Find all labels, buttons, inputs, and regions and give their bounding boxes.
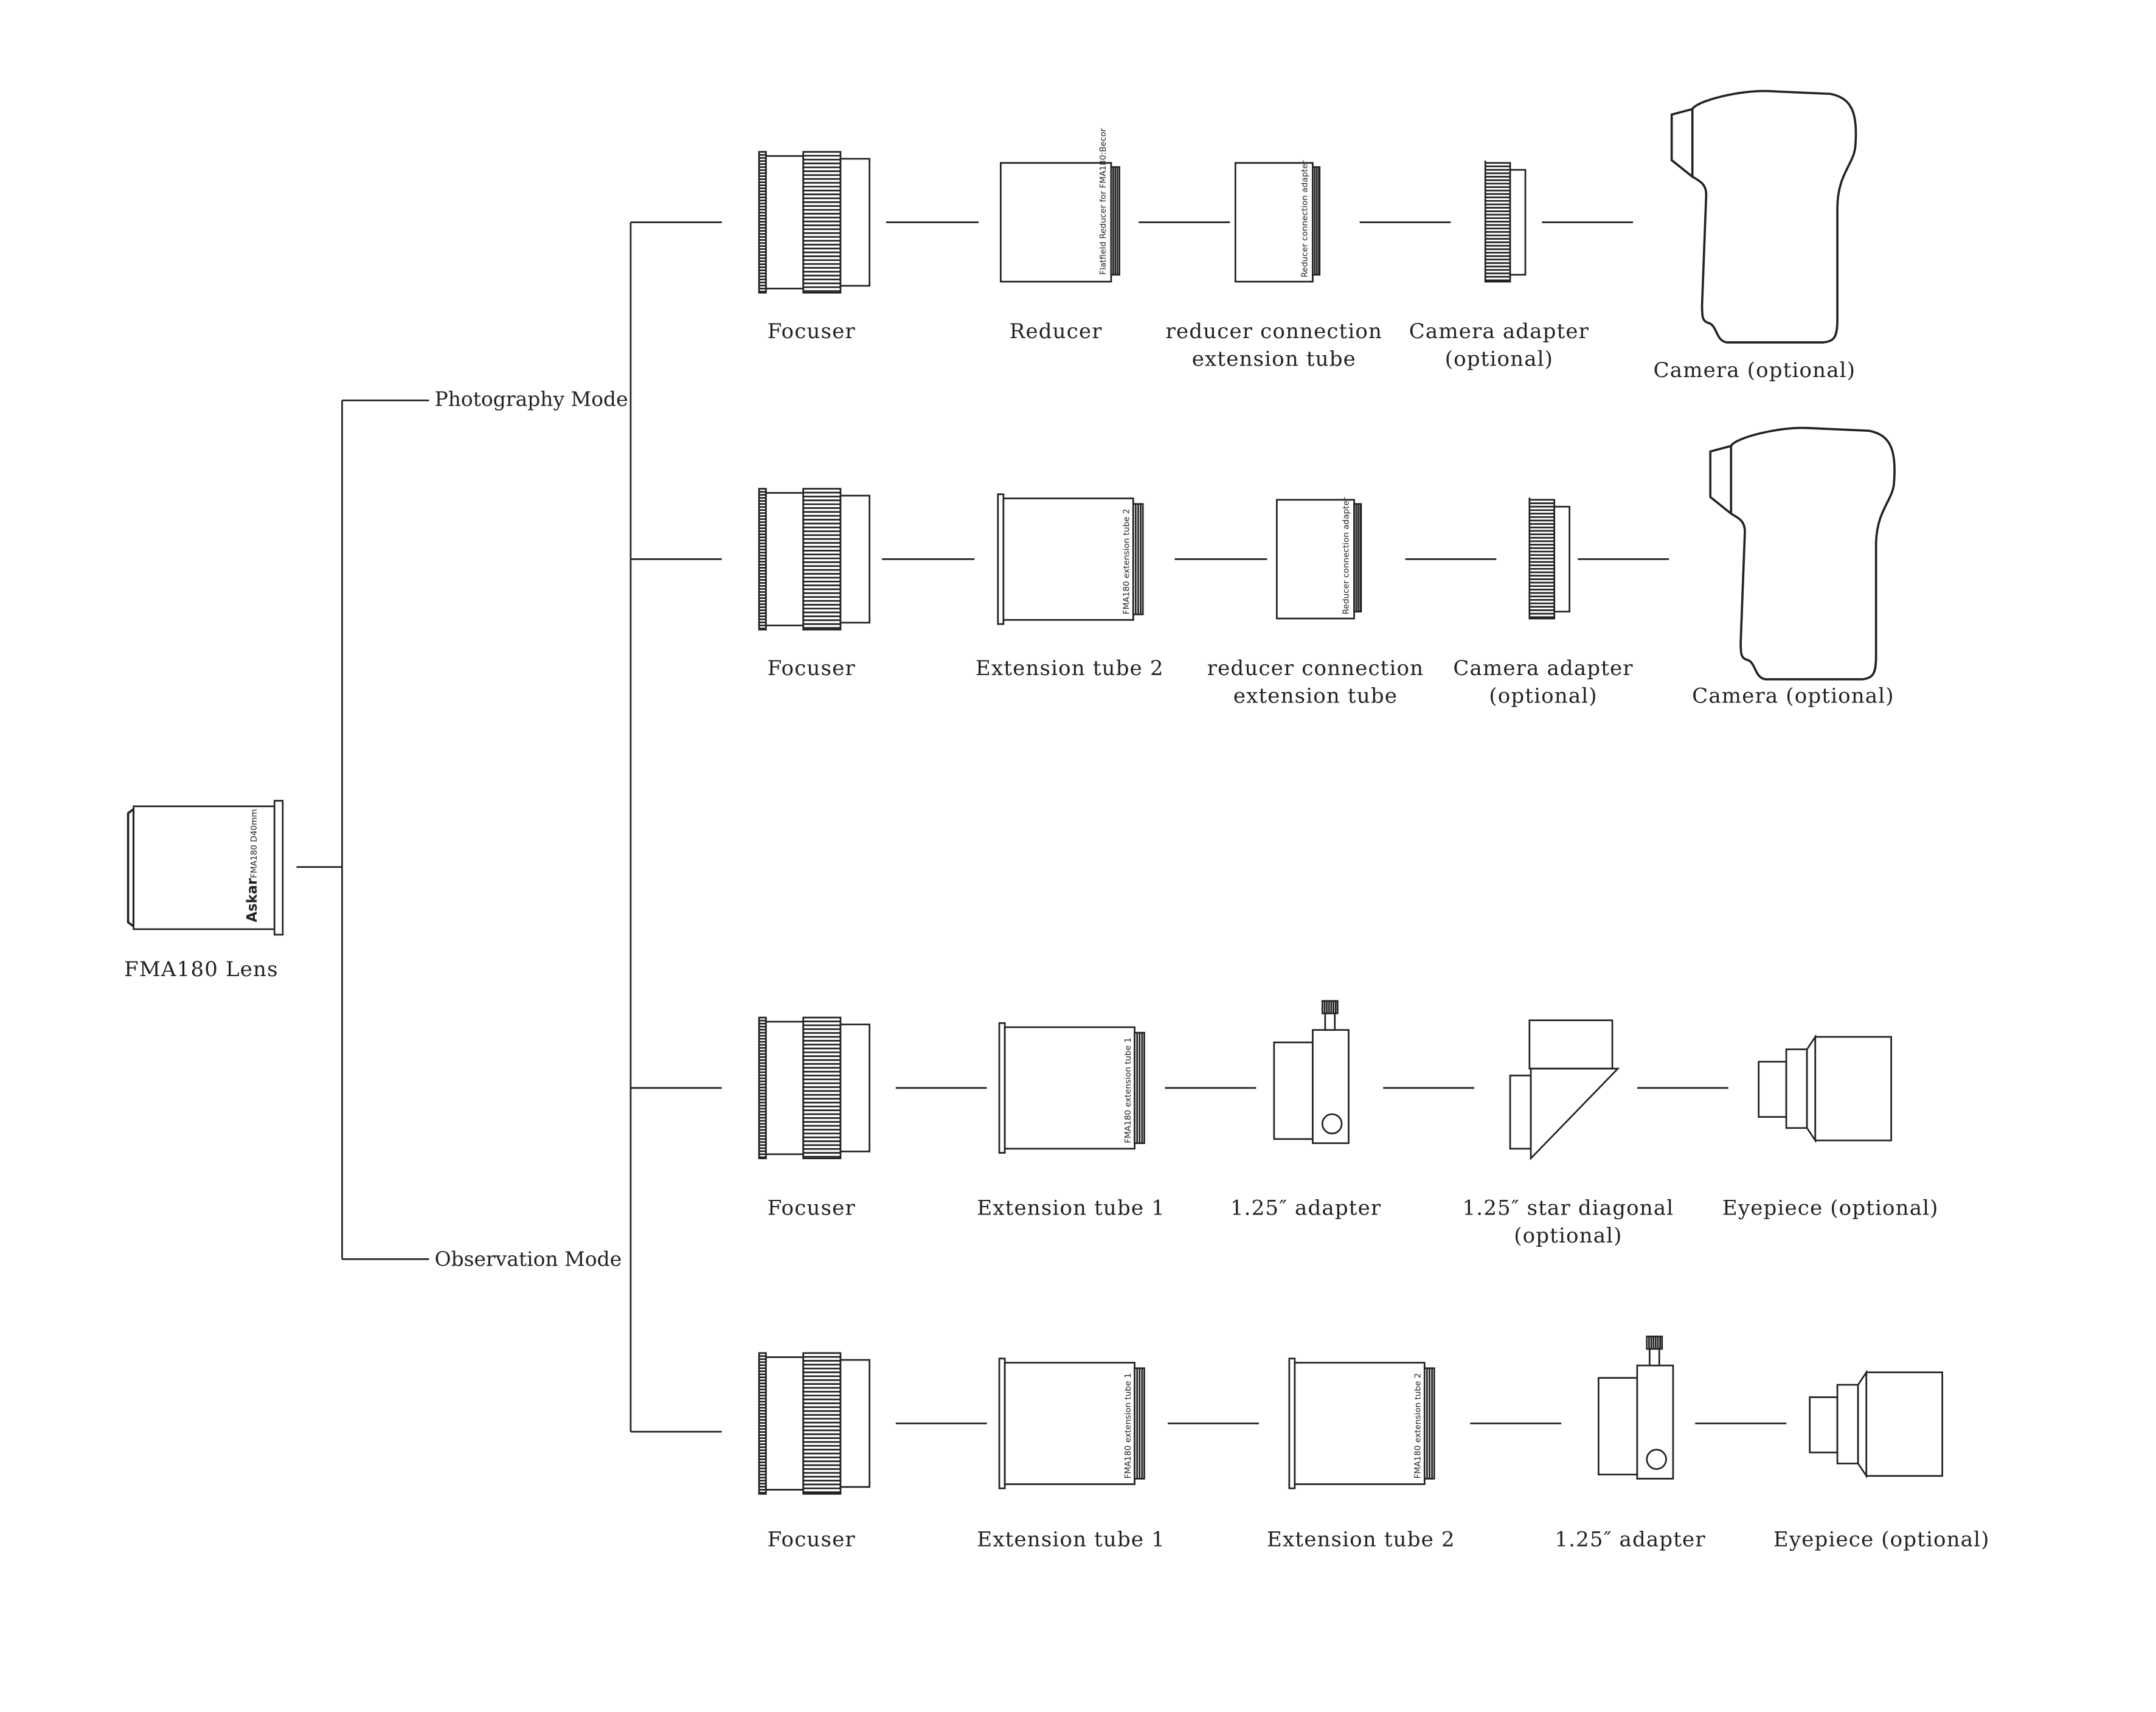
lens-label: FMA180 Lens bbox=[124, 957, 279, 982]
thumbscrew bbox=[1321, 1113, 1343, 1135]
etched-text: FMA180 extension tube 1 bbox=[1123, 1038, 1133, 1143]
camera-body bbox=[1670, 89, 1857, 344]
lens-body bbox=[133, 805, 276, 931]
part-diagonal: 1.25″ star diagonal (optional) bbox=[1462, 1019, 1674, 1248]
part-adapter125: 1.25″ adapter bbox=[1555, 1336, 1705, 1552]
etched-text: Reducer connection adapter bbox=[1341, 497, 1351, 614]
part-label: Eyepiece (optional) bbox=[1722, 1196, 1939, 1221]
part-label: Camera (optional) bbox=[1654, 358, 1856, 383]
etched-text: FMA180 extension tube 2 bbox=[1413, 1373, 1423, 1479]
part-label: Extension tube 1 bbox=[977, 1196, 1165, 1221]
part-label: Eyepiece (optional) bbox=[1773, 1528, 1990, 1552]
part-label: 1.25″ star diagonal bbox=[1462, 1196, 1674, 1221]
part-rca: Reducer connection adapter reducer connec… bbox=[1166, 160, 1383, 372]
part-label: Extension tube 2 bbox=[976, 656, 1164, 681]
part-camadapter: Camera adapter (optional) bbox=[1409, 161, 1589, 372]
part-label: Reducer bbox=[1010, 319, 1103, 344]
part-label: reducer connection bbox=[1166, 319, 1383, 344]
part-label: Focuser bbox=[768, 319, 856, 344]
part-label: extension tube bbox=[1192, 347, 1356, 372]
part-ext: FMA180 extension tube 2 Extension tube 2 bbox=[1267, 1357, 1455, 1552]
part-adapter125: 1.25″ adapter bbox=[1230, 1000, 1381, 1221]
lens-brand-etch: Askar bbox=[244, 878, 260, 922]
tree-connectors bbox=[296, 221, 722, 1433]
etched-text: FMA180 extension tube 1 bbox=[1123, 1373, 1133, 1479]
part-camadapter: Camera adapter (optional) bbox=[1453, 497, 1633, 709]
part-label: (optional) bbox=[1445, 347, 1553, 372]
assembly-row-2: Focuser FMA180 extension tube 2 Extension … bbox=[758, 426, 1896, 709]
part-camera: Camera (optional) bbox=[1654, 89, 1857, 383]
fma180-lens: Askar FMA180 D40mm FMA180 Lens bbox=[124, 800, 284, 982]
part-label: Camera (optional) bbox=[1692, 684, 1894, 709]
part-ext: FMA180 extension tube 2 Extension tube 2 bbox=[976, 493, 1164, 681]
part-label: Camera adapter bbox=[1409, 319, 1589, 344]
part-rca: Reducer connection adapter reducer connec… bbox=[1207, 497, 1424, 709]
part-ext: FMA180 extension tube 1 Extension tube 1 bbox=[977, 1022, 1165, 1221]
part-label: (optional) bbox=[1489, 684, 1597, 709]
lens-flange bbox=[273, 800, 284, 936]
part-eyepiece: Eyepiece (optional) bbox=[1773, 1370, 1990, 1552]
lens-model-etch: FMA180 D40mm bbox=[249, 809, 259, 878]
diagonal-prism bbox=[1530, 1067, 1620, 1161]
part-label: Camera adapter bbox=[1453, 656, 1633, 681]
photography-mode-label: Photography Mode bbox=[435, 387, 628, 411]
part-camera: Camera (optional) bbox=[1692, 426, 1896, 709]
assembly-row-3: Focuser FMA180 extension tube 1 Extension … bbox=[758, 1000, 1939, 1248]
etched-text: FMA180 extension tube 2 bbox=[1121, 508, 1131, 614]
part-label: Extension tube 1 bbox=[977, 1528, 1165, 1552]
part-label: extension tube bbox=[1233, 684, 1398, 709]
assembly-row-1: Focuser Flatfield Reducer for FMA180:Beco… bbox=[758, 89, 1857, 383]
part-label: Focuser bbox=[768, 1196, 856, 1221]
part-focuser: Focuser bbox=[758, 1352, 871, 1552]
observation-mode-label: Observation Mode bbox=[435, 1247, 622, 1271]
etched-text: Reducer connection adapter bbox=[1300, 160, 1309, 277]
thumbscrew bbox=[1646, 1449, 1667, 1470]
part-label: reducer connection bbox=[1207, 656, 1424, 681]
assembly-row-4: Focuser FMA180 extension tube 1 Extension … bbox=[758, 1336, 1990, 1552]
part-ext: FMA180 extension tube 1 Extension tube 1 bbox=[977, 1357, 1165, 1552]
part-label: Focuser bbox=[768, 1528, 856, 1552]
part-focuser: Focuser bbox=[758, 488, 871, 681]
part-focuser: Focuser bbox=[758, 151, 871, 344]
part-focuser: Focuser bbox=[758, 1016, 871, 1221]
part-label: Extension tube 2 bbox=[1267, 1528, 1455, 1552]
part-label: 1.25″ adapter bbox=[1230, 1196, 1381, 1221]
part-label: (optional) bbox=[1514, 1224, 1622, 1248]
part-eyepiece: Eyepiece (optional) bbox=[1722, 1034, 1939, 1221]
etched-text: Flatfield Reducer for FMA180:Becor bbox=[1098, 128, 1108, 275]
part-label: 1.25″ adapter bbox=[1555, 1528, 1705, 1552]
part-label: Focuser bbox=[768, 656, 856, 681]
camera-body bbox=[1709, 426, 1896, 681]
part-reducer: Flatfield Reducer for FMA180:BecorReduce… bbox=[1000, 128, 1120, 344]
